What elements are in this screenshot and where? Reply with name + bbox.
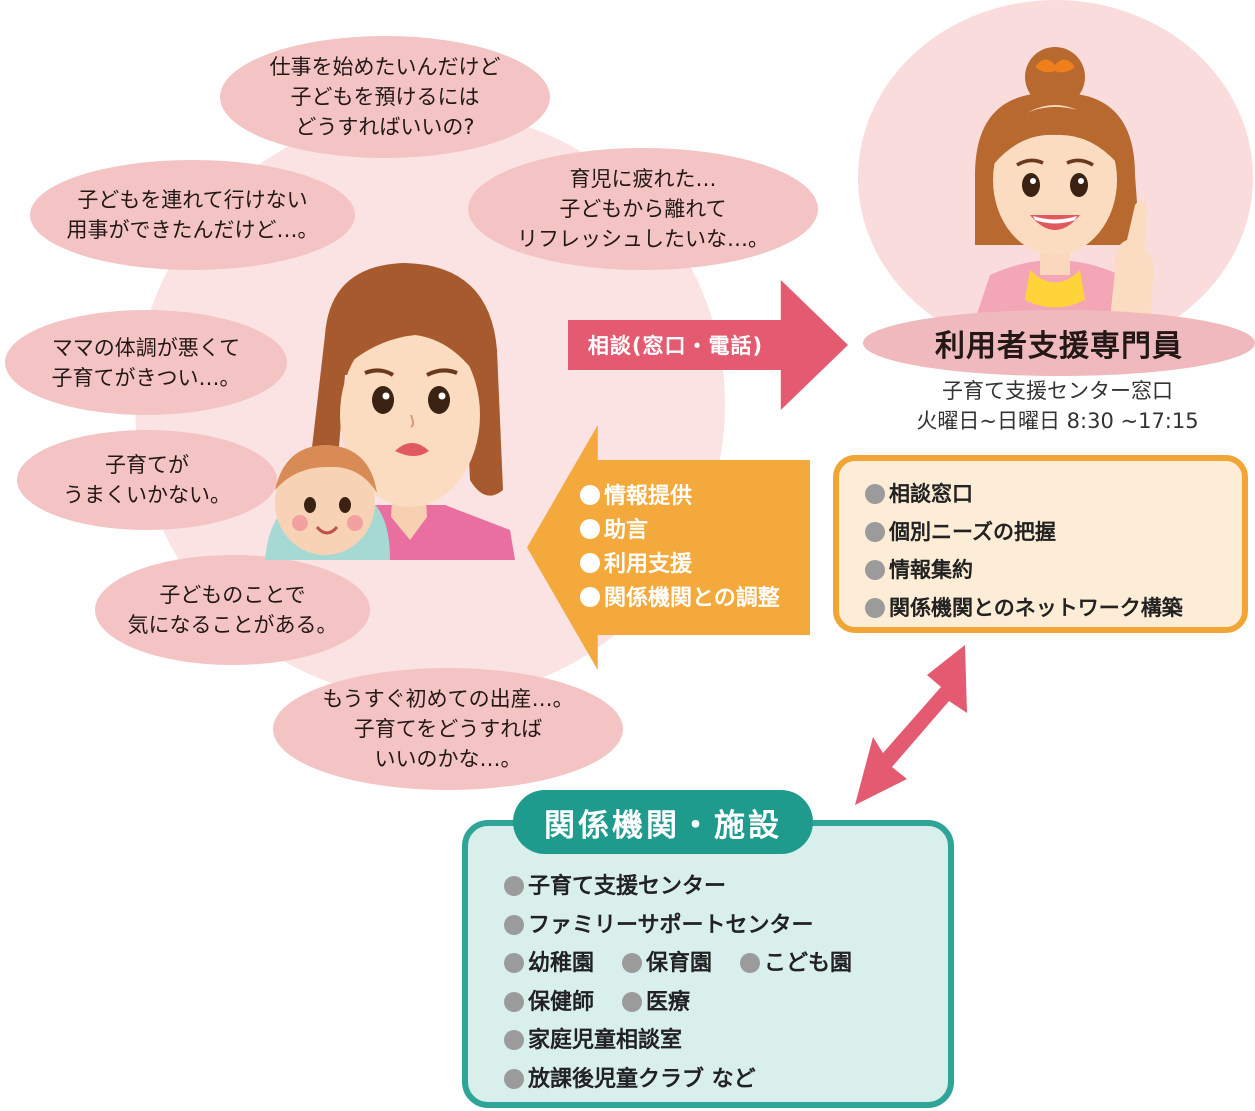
concern-bubble-errand: 子どもを連れて行けない 用事ができたんだけど…。: [30, 160, 355, 270]
specialist-title: 利用者支援専門員: [863, 310, 1255, 376]
institution-row: ファミリーサポートセンター: [504, 907, 948, 946]
double-arrow: [855, 645, 967, 805]
specialist-services-box: 相談窓口 個別ニーズの把握 情報集約 関係機関とのネットワーク構築: [833, 455, 1248, 633]
institution-row: 子育て支援センター: [504, 868, 948, 907]
institution-row: 保健師医療: [504, 984, 948, 1023]
mother-and-baby-illustration: [265, 263, 515, 560]
support-arrow: [527, 425, 810, 670]
specialist-illustration: [975, 47, 1154, 320]
specialist-location: 子育て支援センター窓口: [942, 379, 1173, 403]
service-item: 関係機関とのネットワーク構築: [865, 589, 1242, 627]
support-item: 関係機関との調整: [580, 582, 805, 616]
concern-bubble-birth: もうすぐ初めての出産…。 子育てをどうすれば いいのかな…。: [273, 668, 623, 790]
institution-row: 放課後児童クラブ など: [504, 1061, 948, 1100]
support-list: 情報提供 助言 利用支援 関係機関との調整: [580, 480, 805, 616]
service-item: 個別ニーズの把握: [865, 513, 1242, 551]
institution-row: 幼稚園保育園こども園: [504, 945, 948, 984]
consultation-label: 相談(窓口・電話): [587, 334, 764, 358]
support-item: 助言: [580, 514, 805, 548]
service-item: 相談窓口: [865, 475, 1242, 513]
concern-bubble-health: ママの体調が悪くて 子育てがきつい…。: [5, 310, 287, 415]
support-item: 利用支援: [580, 548, 805, 582]
concern-bubble-parenting: 子育てが うまくいかない。: [17, 430, 277, 530]
concern-bubble-worry: 子どものことで 気になることがある。: [95, 555, 370, 665]
concern-bubble-work: 仕事を始めたいんだけど 子どもを預けるには どうすればいいの?: [220, 36, 550, 158]
service-item: 情報集約: [865, 551, 1242, 589]
institution-row: 家庭児童相談室: [504, 1022, 948, 1061]
institutions-title: 関係機関・施設: [513, 790, 813, 854]
support-item: 情報提供: [580, 480, 805, 514]
concern-bubble-tired: 育児に疲れた… 子どもから離れて リフレッシュしたいな…。: [468, 148, 818, 270]
specialist-open-hours: 火曜日~日曜日 8:30 ~17:15: [916, 409, 1199, 433]
specialist-hours: 子育て支援センター窓口 火曜日~日曜日 8:30 ~17:15: [860, 376, 1255, 436]
institutions-box: 子育て支援センター ファミリーサポートセンター 幼稚園保育園こども園 保健師医療…: [462, 820, 954, 1108]
